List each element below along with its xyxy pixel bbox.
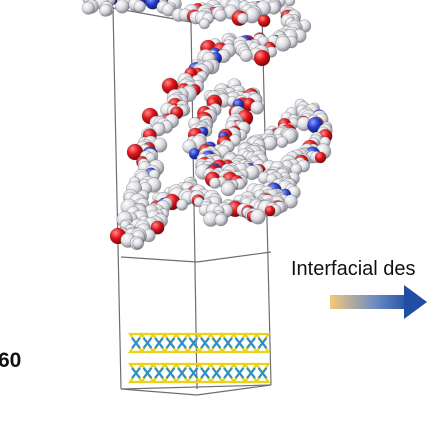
metal-bond [234, 367, 245, 379]
polymer-chain [81, 0, 333, 251]
carbon-atom [249, 208, 266, 225]
metal-bond [257, 367, 268, 379]
metal-bond [165, 367, 176, 379]
carbon-atom [276, 136, 288, 148]
metal-bond [177, 367, 187, 379]
oxygen-atom [150, 220, 165, 235]
carbon-atom [199, 18, 211, 30]
metal-bond [165, 337, 176, 349]
arrow-right-icon [404, 285, 427, 319]
carbon-atom [214, 213, 228, 227]
metal-bond [223, 337, 233, 349]
carbon-atom [250, 100, 264, 115]
metal-bond [154, 337, 164, 349]
carbon-atom [133, 0, 146, 13]
metal-bond [246, 367, 256, 379]
carbon-atom [237, 12, 249, 25]
side-label: 60 [0, 349, 22, 372]
carbon-atom [220, 181, 236, 197]
metal-bond [234, 337, 245, 349]
oxygen-atom [257, 14, 271, 28]
metal-bond [211, 337, 222, 349]
carbon-atom [132, 237, 144, 249]
metal-bond [246, 337, 256, 349]
metal-bond [257, 337, 268, 349]
metal-bond [188, 367, 199, 379]
metal-bond [177, 337, 187, 349]
carbon-atom [214, 9, 227, 22]
metal-bond [211, 367, 222, 379]
carbon-atom [239, 48, 253, 62]
metal-bond [200, 367, 210, 379]
carbon-atom [284, 0, 296, 7]
metal-bond [142, 367, 153, 379]
metal-bond [154, 367, 164, 379]
metal-bond [131, 337, 141, 349]
carbon-atom [115, 0, 130, 14]
metal-bond [200, 337, 210, 349]
oxygen-atom [253, 49, 271, 67]
layered-substrate [127, 332, 271, 384]
carbon-atom [209, 177, 221, 189]
oxygen-atom [264, 205, 276, 217]
carbon-atom [275, 35, 291, 52]
metal-bond [223, 367, 233, 379]
oxygen-atom [314, 151, 327, 164]
carbon-atom [99, 3, 112, 17]
arrow-shaft [330, 295, 410, 309]
carbon-atom [81, 1, 95, 15]
metal-bond [188, 337, 199, 349]
metal-bond [142, 337, 153, 349]
metal-bond [131, 367, 141, 379]
interfacial-label: Interfacial des [291, 258, 416, 280]
carbon-atom [176, 198, 188, 211]
